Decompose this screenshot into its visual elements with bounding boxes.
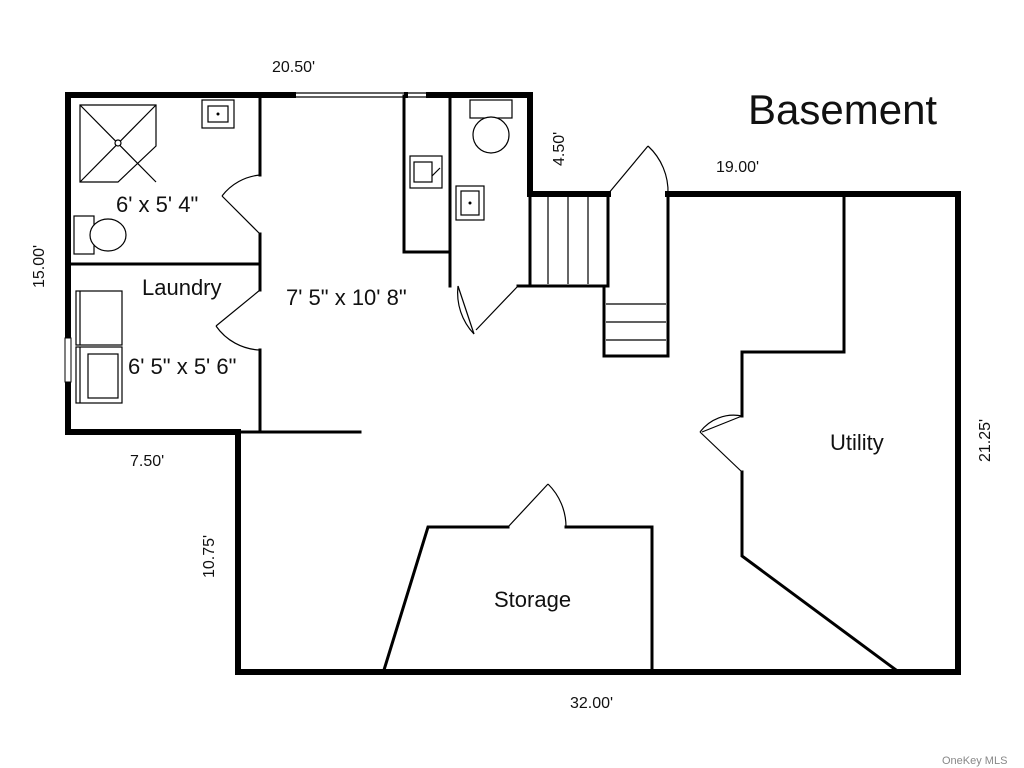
sink-icon	[201, 99, 235, 129]
laundry-vent	[64, 337, 72, 383]
watermark: OneKey MLS	[942, 755, 1007, 767]
toilet-icon	[73, 215, 127, 255]
dim-left: 15.00'	[31, 245, 48, 288]
dim-top-step: 4.50'	[551, 132, 568, 166]
dim-bottom: 32.00'	[570, 695, 613, 712]
window-top	[292, 92, 430, 98]
dim-right: 21.25'	[977, 419, 994, 462]
dryer-icon	[75, 346, 123, 404]
dim-left-lower: 10.75'	[201, 535, 218, 578]
dim-top-right: 19.00'	[716, 159, 759, 176]
page-title: Basement	[748, 86, 937, 133]
sink-icon-2	[409, 155, 443, 189]
room-bath-size: 6' x 5' 4"	[116, 192, 198, 217]
sink-icon-3	[455, 185, 485, 221]
doors	[215, 145, 743, 528]
room-laundry-label: Laundry	[142, 275, 222, 300]
shower-icon	[79, 104, 157, 183]
room-storage-label: Storage	[494, 587, 571, 612]
toilet-icon-2	[469, 99, 513, 154]
room-utility-label: Utility	[830, 430, 884, 455]
room-laundry-size: 6' 5" x 5' 6"	[128, 354, 236, 379]
dim-top-left: 20.50'	[272, 59, 315, 76]
washer-icon	[75, 290, 123, 346]
window-toilet	[468, 92, 512, 98]
interior-walls	[67, 94, 899, 673]
stairs	[547, 196, 666, 341]
room-main-size: 7' 5" x 10' 8"	[286, 285, 407, 310]
dim-left-bottom: 7.50'	[130, 453, 164, 470]
exterior-walls	[65, 92, 961, 675]
